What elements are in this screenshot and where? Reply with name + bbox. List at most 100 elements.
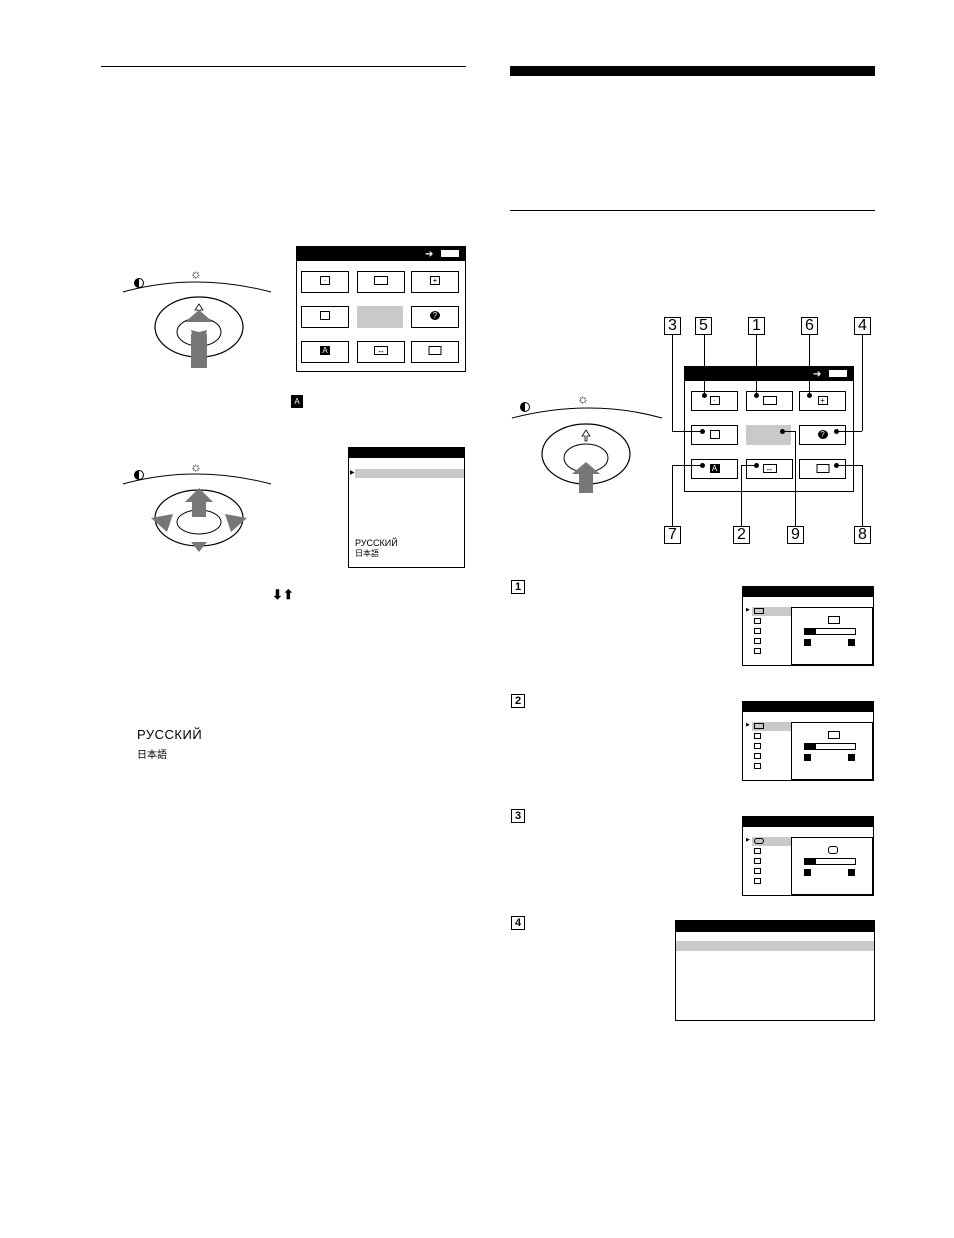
callout-1: 1 xyxy=(748,317,765,335)
right-section-rule xyxy=(510,210,875,211)
zoom-submenu: ▶ xyxy=(742,701,874,781)
inline-lang-icon: A xyxy=(291,395,303,408)
leader-3h xyxy=(672,431,702,432)
callout-3: 3 xyxy=(664,317,681,335)
language-list-russian: РУССКИЙ xyxy=(137,727,203,742)
hsize-item-icon xyxy=(754,628,761,634)
center-icon-r: · xyxy=(709,396,720,405)
geometry-icon-r xyxy=(709,430,720,439)
zoom-item-icon xyxy=(754,723,764,729)
menu-btn-options-r[interactable] xyxy=(799,459,846,479)
adjust-icon-2 xyxy=(828,731,840,739)
exit-arrow-icon: ➔ xyxy=(425,249,434,260)
contrast-icon-3 xyxy=(520,402,530,412)
adjust-level-3 xyxy=(804,858,816,865)
leader-9 xyxy=(795,431,796,526)
menu-btn-help[interactable]: ? xyxy=(411,306,459,328)
section-number-1: 1 xyxy=(511,580,525,594)
sun-icon-3: ☼ xyxy=(577,391,589,406)
leader-2-dot xyxy=(754,463,759,468)
plus-button-3[interactable] xyxy=(848,869,855,876)
minus-button-2[interactable] xyxy=(804,754,811,761)
left-top-rule xyxy=(101,66,466,67)
options-icon xyxy=(428,346,442,355)
callout-6: 6 xyxy=(801,317,818,335)
exit-box-right xyxy=(829,370,847,377)
main-menu-screen-left: ➔ · + ? A ↔ xyxy=(296,246,466,372)
vzoom-item-icon xyxy=(754,733,761,739)
menu-btn-options[interactable] xyxy=(411,341,459,363)
lang-icon-r: A xyxy=(709,464,720,473)
menu-btn-zoom-r[interactable]: ↔ xyxy=(746,459,793,479)
plus-button[interactable] xyxy=(848,639,855,646)
adjust-icon-3 xyxy=(828,846,838,854)
plus-button-2[interactable] xyxy=(848,754,855,761)
right-top-rule xyxy=(510,66,875,76)
menu-btn-size[interactable] xyxy=(357,271,405,293)
item-highlight xyxy=(752,607,792,616)
minus-button[interactable] xyxy=(804,639,811,646)
language-option-russian[interactable]: РУССКИЙ xyxy=(355,538,398,548)
adjust-panel xyxy=(791,607,873,665)
menu-btn-lang-r[interactable]: A xyxy=(691,459,738,479)
leader-6-dot xyxy=(807,393,812,398)
leader-7 xyxy=(672,465,673,526)
menu-btn-geometry[interactable] xyxy=(301,306,349,328)
menu-btn-convergence[interactable]: + xyxy=(411,271,459,293)
control-diagram-1 xyxy=(122,281,272,368)
menu-btn-center[interactable]: · xyxy=(301,271,349,293)
menu-btn-convergence-r[interactable]: + xyxy=(799,391,846,411)
language-list-japanese: 日本語 xyxy=(137,750,167,761)
menu-btn-help-r[interactable]: ? xyxy=(799,425,846,445)
pointer-icon-2: ▶ xyxy=(746,722,750,728)
language-menu-screen: ▶ РУССКИЙ 日本語 xyxy=(348,447,465,568)
leader-5 xyxy=(704,335,705,395)
leader-3-dot xyxy=(700,429,705,434)
convergence-icon: + xyxy=(430,276,440,285)
help-icon: ? xyxy=(430,311,440,320)
adjust-icon xyxy=(828,616,840,624)
leader-4-dot xyxy=(834,429,839,434)
leader-9-dot xyxy=(780,429,785,434)
menu-center-empty-r xyxy=(746,425,791,445)
lang-icon: A xyxy=(320,346,330,355)
size-item-icon xyxy=(754,608,764,614)
selection-pointer-icon: ▶ xyxy=(350,470,355,476)
leader-6 xyxy=(809,335,810,395)
zoom-icon: ↔ xyxy=(374,346,388,355)
section-number-3: 3 xyxy=(511,809,525,823)
auto-item-icon xyxy=(754,648,761,654)
vsize-item-icon xyxy=(754,618,761,624)
vcenter-item-icon xyxy=(754,638,761,644)
adjust-level-2 xyxy=(804,743,816,750)
options-icon-r xyxy=(816,464,829,473)
adjust-panel-2 xyxy=(791,722,873,780)
callout-2: 2 xyxy=(733,526,750,544)
zoom-icon-r: ↔ xyxy=(762,464,777,473)
menu-btn-lang[interactable]: A xyxy=(301,341,349,363)
geometry-submenu: ▶ xyxy=(742,816,874,896)
leader-2 xyxy=(741,465,742,526)
menu-btn-geometry-r[interactable] xyxy=(691,425,738,445)
minus-button-3[interactable] xyxy=(804,869,811,876)
down-up-arrows-icon: ⬇⬆ xyxy=(272,587,294,602)
leader-2h xyxy=(741,465,756,466)
section-number-2: 2 xyxy=(511,694,525,708)
rotation-item-icon xyxy=(754,838,764,844)
menu-btn-center-r[interactable]: · xyxy=(691,391,738,411)
help-highlight xyxy=(676,941,874,951)
leader-4h xyxy=(837,431,862,432)
pincushion-item-icon xyxy=(754,848,761,854)
pin-balance-item-icon xyxy=(754,858,761,864)
leader-1 xyxy=(756,335,757,395)
callout-4: 4 xyxy=(854,317,871,335)
control-diagram-2 xyxy=(122,473,272,552)
menu-center-empty xyxy=(357,306,403,328)
leader-9h xyxy=(782,431,795,432)
language-highlight xyxy=(355,469,464,478)
language-option-japanese[interactable]: 日本語 xyxy=(355,549,379,558)
size-icon xyxy=(374,276,388,285)
menu-btn-size-r[interactable] xyxy=(746,391,793,411)
menu-btn-zoom[interactable]: ↔ xyxy=(357,341,405,363)
help-icon-r: ? xyxy=(817,430,828,439)
